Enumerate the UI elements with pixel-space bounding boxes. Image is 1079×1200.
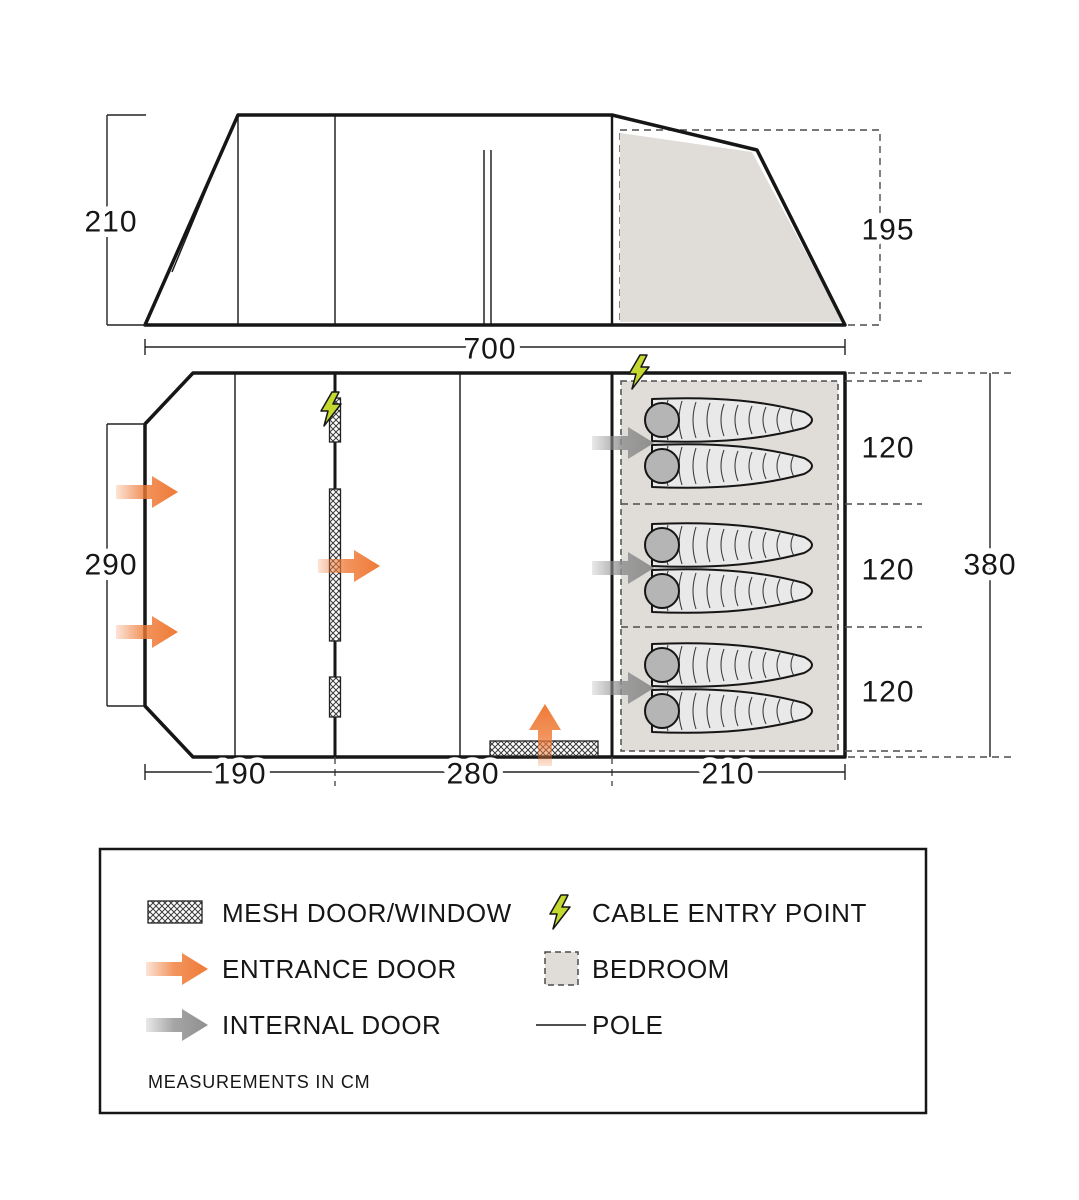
- floorplan-poles: [234, 373, 614, 757]
- mesh-panels: [328, 397, 599, 757]
- dim-120-section: 120: [861, 432, 914, 465]
- legend-note-units: MEASUREMENTS IN CM: [148, 1072, 370, 1092]
- mesh-icon: [147, 900, 203, 924]
- legend-label-internal: INTERNAL DOOR: [222, 1010, 441, 1040]
- dimension-total-width: 700: [144, 327, 846, 371]
- entrance-door-arrow: [116, 476, 178, 508]
- entrance-door-arrow: [318, 550, 380, 582]
- dim-290-depth: 290: [84, 549, 137, 582]
- legend-label-cable: CABLE ENTRY POINT: [592, 898, 867, 928]
- cable-entry-points: [320, 354, 650, 427]
- dim-120-section: 120: [861, 554, 914, 587]
- legend-label-entrance: ENTRANCE DOOR: [222, 954, 457, 984]
- dimension-height-right: 195: [856, 208, 919, 252]
- bedroom-shaded-area-side: [620, 133, 843, 322]
- dim-195-height: 195: [861, 214, 914, 247]
- dim-210-width: 210: [701, 758, 754, 791]
- dimension-bedroom-sections: 120 120 120: [845, 380, 922, 752]
- dim-280-width: 280: [446, 758, 499, 791]
- dim-190-width: 190: [213, 758, 266, 791]
- legend: MESH DOOR/WINDOW CABLE ENTRY POINT ENTRA…: [98, 847, 928, 1115]
- legend-label-mesh: MESH DOOR/WINDOW: [222, 898, 512, 928]
- pole-line: [171, 117, 237, 273]
- entrance-door-arrow: [116, 616, 178, 648]
- dimension-left-depth: 290: [79, 423, 145, 707]
- legend-label-bedroom: BEDROOM: [592, 954, 730, 984]
- mesh-panel: [328, 676, 342, 718]
- legend-label-pole: POLE: [592, 1010, 663, 1040]
- dim-380-depth: 380: [963, 549, 1016, 582]
- bedroom-icon: [544, 951, 579, 986]
- side-elevation-view: 210 195: [79, 113, 919, 327]
- dim-210-height: 210: [84, 206, 137, 239]
- dim-700-width: 700: [463, 333, 516, 366]
- dimension-right-depth: 380: [848, 372, 1021, 758]
- side-view-poles: [171, 115, 614, 325]
- floor-plan-view: 290 120 120 120 380 190 280: [79, 354, 1021, 796]
- dim-120-section: 120: [861, 676, 914, 709]
- legend-box: [98, 847, 928, 1115]
- dimension-height-left: 210: [79, 114, 146, 326]
- dimension-bottom-widths: 190 280 210: [144, 752, 846, 796]
